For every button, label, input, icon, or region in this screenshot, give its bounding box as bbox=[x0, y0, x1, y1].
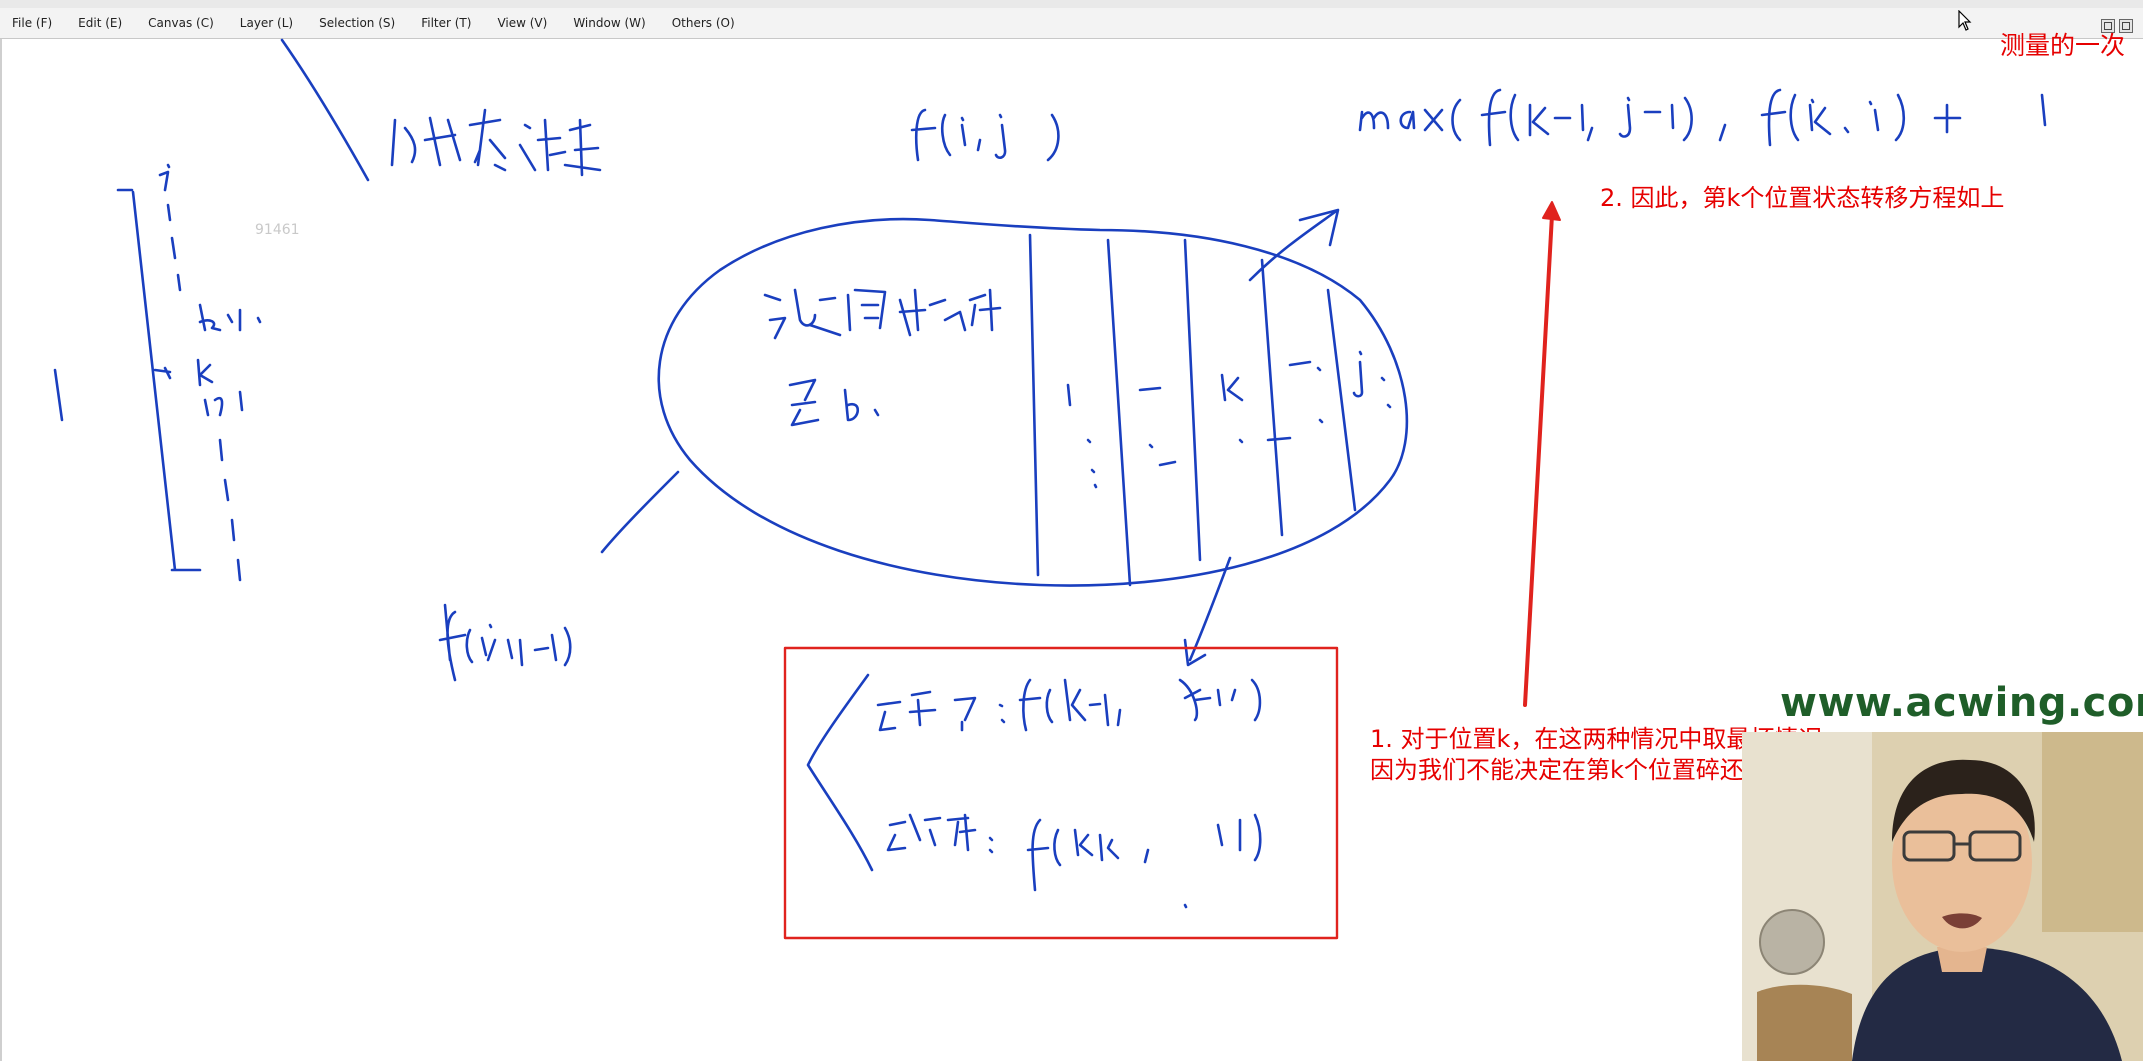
ink-ellipse-labels bbox=[1066, 350, 1392, 489]
menu-others[interactable]: Others (O) bbox=[671, 16, 735, 30]
menu-file[interactable]: File (F) bbox=[12, 16, 53, 30]
ink-ellipse-text bbox=[763, 288, 1002, 427]
ink-f-i-j bbox=[910, 108, 1060, 162]
ink-arrow bbox=[1248, 208, 1340, 282]
ink-stroke bbox=[280, 38, 370, 182]
ink-f-i-j-minus-1 bbox=[438, 603, 572, 682]
annotation-measure: 测量的一次 bbox=[1999, 31, 2125, 60]
webcam-overlay bbox=[1742, 732, 2143, 1061]
menu-edit[interactable]: Edit (E) bbox=[78, 16, 123, 30]
cursor-icon bbox=[1958, 10, 1972, 31]
menu-view[interactable]: View (V) bbox=[497, 16, 548, 30]
site-banner: www.acwing.com bbox=[1780, 680, 2143, 726]
watermark-text: 91461 bbox=[255, 222, 300, 238]
menu-canvas[interactable]: Canvas (C) bbox=[148, 16, 214, 30]
ink-box-text bbox=[806, 673, 1262, 909]
ink-ellipse-dividers bbox=[1028, 233, 1357, 587]
ink-ellipse-tail bbox=[600, 470, 680, 554]
menu-layer[interactable]: Layer (L) bbox=[239, 16, 294, 30]
restore-icon[interactable] bbox=[2119, 19, 2133, 33]
annotation-step-2: 2. 因此，第k个位置状态转移方程如上 bbox=[1600, 184, 2005, 212]
menu-bar: File (F) Edit (E) Canvas (C) Layer (L) S… bbox=[0, 8, 2143, 39]
red-arrow bbox=[1523, 213, 1554, 707]
ink-ellipse bbox=[657, 217, 1409, 587]
window-controls bbox=[2101, 19, 2133, 33]
minimize-icon[interactable] bbox=[2101, 19, 2115, 33]
menu-selection[interactable]: Selection (S) bbox=[319, 16, 396, 30]
ink-vertical-scale bbox=[53, 163, 262, 582]
ink-max-formula bbox=[1358, 88, 2047, 147]
menu-filter[interactable]: Filter (T) bbox=[421, 16, 472, 30]
case-highlight-box bbox=[783, 646, 1339, 940]
red-arrow-head bbox=[1542, 201, 1561, 221]
menu-window[interactable]: Window (W) bbox=[573, 16, 646, 30]
ink-title-scribble bbox=[390, 108, 602, 177]
canvas-border bbox=[0, 39, 2, 1061]
